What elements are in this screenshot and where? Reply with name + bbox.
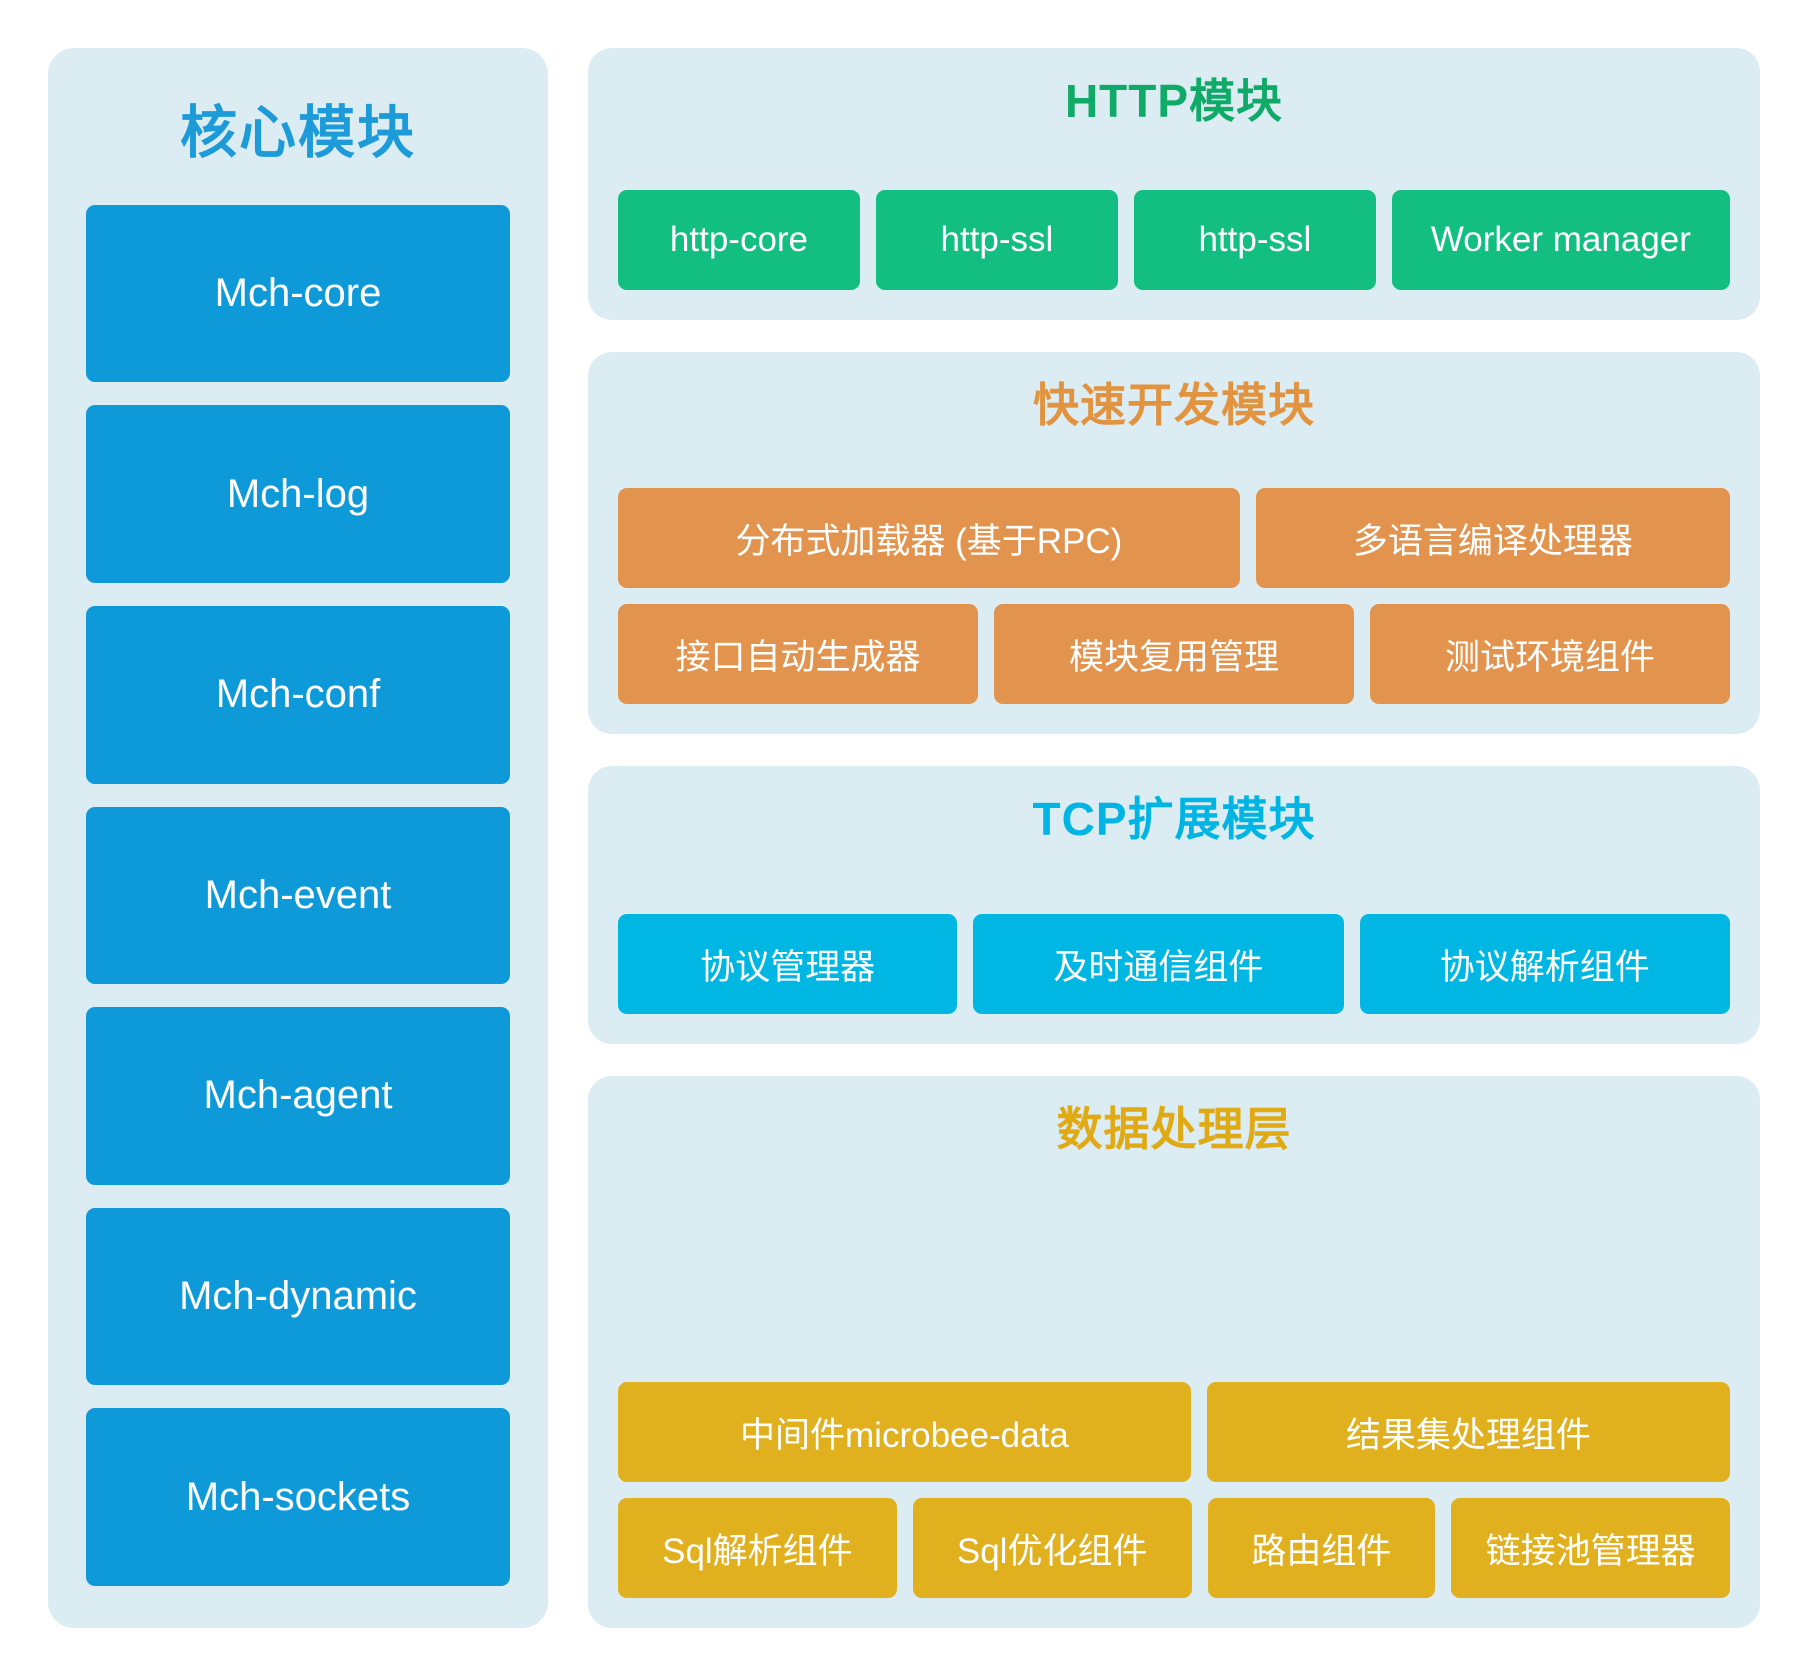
- module-panel-rapid: 快速开发模块分布式加载器 (基于RPC)多语言编译处理器接口自动生成器模块复用管…: [588, 352, 1760, 734]
- module-panel-tcp: TCP扩展模块协议管理器及时通信组件协议解析组件: [588, 766, 1760, 1044]
- module-row: 协议管理器及时通信组件协议解析组件: [618, 914, 1730, 1014]
- module-panel-rows: 分布式加载器 (基于RPC)多语言编译处理器接口自动生成器模块复用管理测试环境组…: [618, 454, 1730, 704]
- module-chip[interactable]: Sql解析组件: [618, 1498, 897, 1598]
- core-module-item[interactable]: Mch-sockets: [86, 1408, 510, 1586]
- module-panel-title-http: HTTP模块: [1064, 75, 1284, 127]
- core-modules-title: 核心模块: [180, 101, 416, 165]
- module-chip[interactable]: Worker manager: [1391, 190, 1731, 290]
- module-chip[interactable]: 协议管理器: [618, 914, 958, 1014]
- module-chip[interactable]: Sql优化组件: [912, 1498, 1192, 1598]
- module-chip[interactable]: 及时通信组件: [973, 914, 1344, 1014]
- core-module-item[interactable]: Mch-log: [86, 405, 510, 583]
- module-chip[interactable]: 中间件microbee-data: [618, 1382, 1191, 1482]
- module-panel-title-rapid: 快速开发模块: [1033, 379, 1315, 431]
- module-panel-title-data: 数据处理层: [1056, 1103, 1292, 1155]
- core-module-item[interactable]: Mch-agent: [86, 1007, 510, 1185]
- module-row: 接口自动生成器模块复用管理测试环境组件: [618, 604, 1730, 704]
- module-chip[interactable]: 多语言编译处理器: [1255, 488, 1730, 588]
- module-chip[interactable]: http-ssl: [875, 190, 1118, 290]
- core-module-item[interactable]: Mch-conf: [86, 605, 510, 784]
- module-panel-title-tcp: TCP扩展模块: [1032, 793, 1316, 845]
- module-chip[interactable]: 测试环境组件: [1370, 604, 1730, 704]
- module-chip[interactable]: 结果集处理组件: [1206, 1382, 1730, 1482]
- module-panel-rows: 协议管理器及时通信组件协议解析组件: [618, 868, 1730, 1014]
- module-row: 分布式加载器 (基于RPC)多语言编译处理器: [618, 488, 1730, 588]
- module-chip[interactable]: 模块复用管理: [994, 604, 1354, 704]
- module-chip[interactable]: http-core: [618, 190, 860, 290]
- module-chip[interactable]: 协议解析组件: [1359, 914, 1730, 1014]
- module-chip[interactable]: 接口自动生成器: [618, 604, 978, 704]
- module-chip[interactable]: http-ssl: [1133, 190, 1376, 290]
- core-module-item[interactable]: Mch-dynamic: [86, 1207, 510, 1386]
- module-chip[interactable]: 分布式加载器 (基于RPC): [618, 488, 1240, 588]
- module-chip[interactable]: 链接池管理器: [1451, 1498, 1730, 1598]
- module-chip[interactable]: 路由组件: [1207, 1498, 1436, 1598]
- core-module-item[interactable]: Mch-event: [86, 806, 510, 985]
- core-module-item[interactable]: Mch-core: [86, 204, 510, 383]
